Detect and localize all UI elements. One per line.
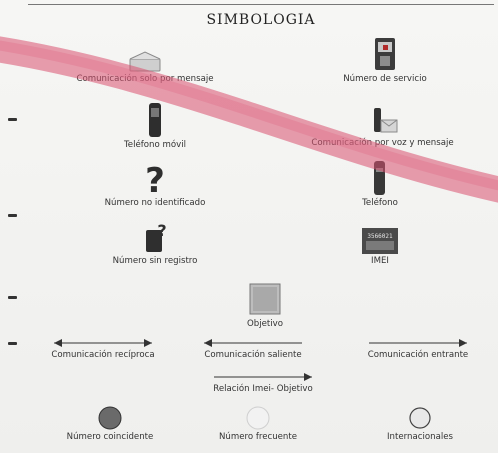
left-arrow-icon [204, 339, 302, 347]
circle-label: Número frecuente [218, 432, 298, 442]
mobile-phone-icon [149, 103, 161, 137]
arrow-label: Comunicación saliente [204, 350, 302, 360]
symbol-imei: 3566021 IMEI [330, 226, 430, 266]
circle-frequent: Número frecuente [198, 404, 318, 442]
dark-circle-icon [98, 406, 122, 430]
circle-coincident: Número coincidente [50, 404, 170, 442]
legend-panel: SIMBOLOGIA [28, 4, 494, 450]
arrow-outgoing: Comunicación saliente [188, 336, 318, 360]
objective-square-icon [249, 283, 281, 315]
double-arrow-icon [54, 339, 152, 347]
symbol-label: Número sin registro [112, 256, 198, 266]
circle-label: Número coincidente [66, 432, 154, 442]
symbol-label: Objetivo [247, 319, 283, 329]
unregistered-phone-icon: ? [146, 222, 167, 252]
symbol-telephone: Teléfono [320, 158, 440, 208]
right-arrow-icon [369, 339, 467, 347]
arrow-reciprocal: Comunicación recíproca [28, 336, 178, 360]
symbol-label: Número no identificado [104, 198, 206, 208]
symbol-label: Comunicación solo por mensaje [76, 74, 214, 84]
margin-mark [8, 214, 17, 217]
margin-mark [8, 342, 17, 345]
imei-barcode-icon: 3566021 [362, 228, 398, 254]
light-circle-icon [246, 406, 270, 430]
arrow-incoming: Comunicación entrante [348, 336, 488, 360]
question-mark-icon: ? [145, 162, 165, 198]
arrow-imei-objective: Relación Imei- Objetivo [188, 370, 338, 394]
symbol-unregistered: ? Número sin registro [80, 222, 230, 266]
telephone-icon [374, 161, 385, 195]
outlined-circle-icon [409, 407, 431, 429]
service-phone-icon [375, 38, 395, 70]
margin-mark [8, 296, 17, 299]
svg-text:?: ? [157, 222, 166, 240]
symbol-service-number: Número de servicio [300, 36, 470, 84]
arrow-label: Relación Imei- Objetivo [213, 384, 313, 394]
symbol-unidentified: ? Número no identificado [70, 162, 240, 208]
symbol-label: Teléfono [362, 198, 398, 208]
phone-envelope-icon [373, 108, 397, 133]
right-arrow-icon [214, 373, 312, 381]
imei-box-text: 3566021 [367, 233, 393, 240]
symbol-voice-and-message: Comunicación por voz y mensaje [275, 104, 490, 148]
symbol-message-only: Comunicación solo por mensaje [60, 44, 230, 84]
symbol-objective: Objetivo [225, 282, 305, 329]
symbol-label: IMEI [371, 256, 389, 266]
arrow-label: Comunicación recíproca [51, 350, 155, 360]
svg-text:?: ? [145, 162, 165, 198]
symbol-label: Comunicación por voz y mensaje [311, 138, 454, 148]
symbol-mobile-phone: Teléfono móvil [80, 100, 230, 150]
arrow-label: Comunicación entrante [367, 350, 469, 360]
symbol-label: Número de servicio [343, 74, 427, 84]
circle-international: Internacionales [360, 404, 480, 442]
circle-label: Internacionales [387, 432, 453, 442]
envelope-icon [129, 51, 161, 72]
legend-title: SIMBOLOGIA [206, 12, 316, 28]
symbol-label: Teléfono móvil [124, 140, 186, 150]
margin-mark [8, 118, 17, 121]
